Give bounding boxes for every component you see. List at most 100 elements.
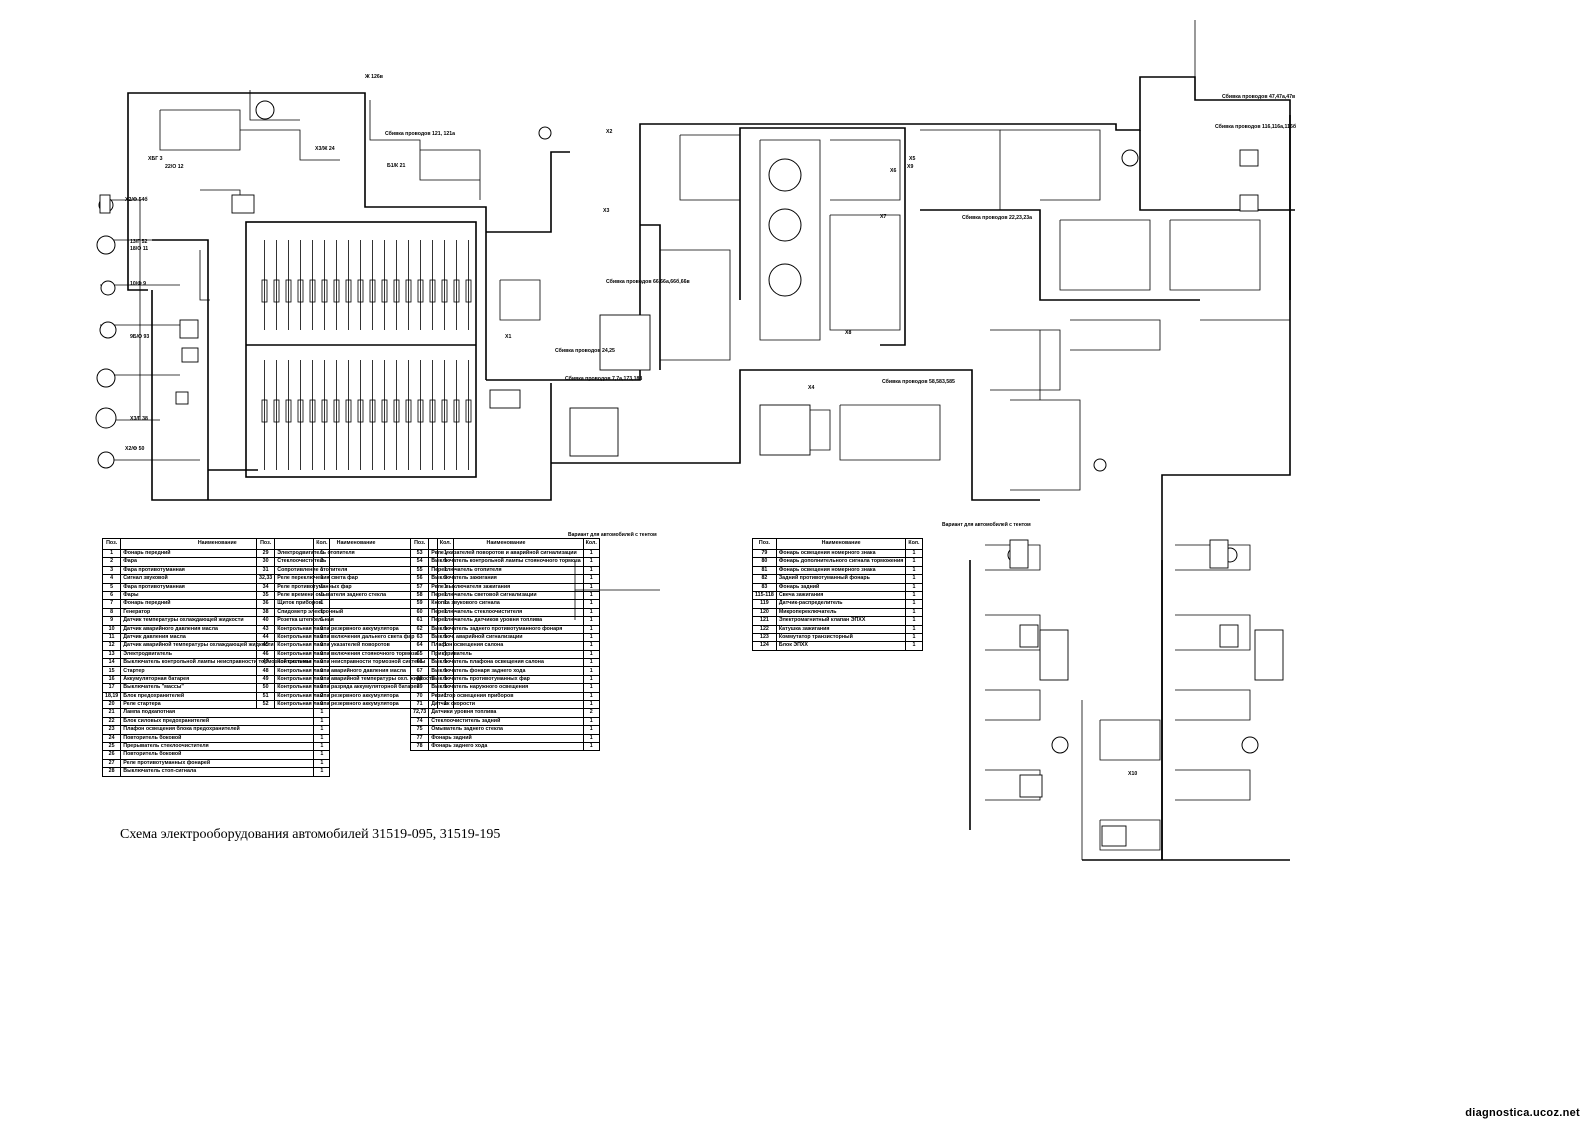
legend-pos: 40	[255, 616, 276, 626]
connector-label: X4	[808, 385, 814, 391]
legend-name: Выключатель зажигания	[428, 574, 584, 584]
legend-name: Выключатель контрольной лампы стояночног…	[428, 557, 584, 567]
legend-name: Выключатель плафона освещения салона	[428, 658, 584, 668]
headlamp-icon	[96, 368, 116, 388]
headlamp-icon	[96, 235, 116, 255]
legend-pos: 21	[101, 708, 122, 718]
legend-pos: 36	[255, 599, 276, 609]
legend-name: Свеча зажигания	[775, 590, 907, 601]
legend-pos: 122	[752, 624, 777, 634]
legend-pos: 57	[409, 582, 430, 592]
legend-pos: 26	[101, 750, 122, 760]
legend-pos: 67	[409, 666, 430, 676]
legend-pos: 61	[409, 616, 430, 626]
variant-label-right: Вариант для автомобилей с тентом	[942, 522, 1031, 528]
legend-qty: 1	[582, 616, 600, 626]
legend-pos: 115-118	[752, 590, 777, 601]
legend-pos: 23	[101, 725, 122, 735]
legend-pos: 63	[409, 632, 430, 643]
legend-pos: 20	[101, 700, 122, 710]
legend-name: Резистор освещения приборов	[428, 691, 584, 702]
fog-lamp-icon	[1051, 736, 1069, 754]
legend-qty: 1	[582, 641, 600, 651]
legend-pos: 71	[409, 700, 430, 710]
legend-qty: 1	[313, 708, 331, 718]
legend-name: Катушка зажигания	[775, 624, 907, 634]
legend-name: Переключатель стеклоочистителя	[428, 607, 584, 618]
legend-pos: 51	[255, 691, 276, 702]
legend-name: Плафон освещения салона	[428, 641, 584, 651]
legend-pos: 7	[101, 599, 122, 609]
legend-header-pos: Поз.	[409, 538, 430, 550]
legend-qty: 1	[582, 590, 600, 601]
legend-header-qty: Кол.	[905, 538, 923, 550]
horn-icon	[99, 321, 117, 339]
legend-qty: 1	[582, 733, 600, 744]
connector-label: X6	[890, 168, 896, 174]
legend-pos: 120	[752, 607, 777, 618]
legend-qty: 1	[582, 674, 600, 685]
connector-label: X2	[606, 129, 612, 135]
fog-lamp-icon	[1241, 736, 1259, 754]
legend-pos: 48	[255, 666, 276, 676]
legend-qty: 1	[905, 632, 923, 643]
legend-pos: 18,19	[101, 691, 122, 702]
diagram-caption: Схема электрооборудования автомобилей 31…	[120, 827, 501, 842]
legend-name: Выключатель противотуманных фар	[428, 674, 584, 685]
legend-qty: 1	[905, 548, 923, 559]
harness-label: Сбивка проводов 58,583,585	[882, 378, 955, 385]
legend-qty: 1	[582, 607, 600, 618]
legend-header-qty: Кол.	[582, 538, 600, 550]
harness-label: Сбивка проводов 22,23,23а	[962, 214, 1032, 221]
legend-pos: 77	[409, 733, 430, 744]
legend-qty: 1	[905, 616, 923, 626]
legend-pos: 14	[101, 658, 122, 668]
legend-pos: 17	[101, 683, 122, 693]
legend-qty: 1	[905, 624, 923, 634]
legend-qty: 1	[313, 767, 331, 777]
connector-label: X7	[880, 214, 886, 220]
legend-pos: 65	[409, 649, 430, 660]
legend-name: Фонарь освещения номерного знака	[775, 565, 907, 576]
legend-pos: 5	[101, 582, 122, 592]
harness-label: Сбивка проводов 66,66а,66б,66в	[606, 278, 690, 285]
harness-label: Сбивка проводов 116,116а,116б	[1215, 123, 1296, 130]
legend-qty: 1	[313, 725, 331, 735]
legend-name: Кнопка звукового сигнала	[428, 599, 584, 609]
legend-qty: 1	[582, 548, 600, 559]
harness-label: Сбивка проводов 121, 121а	[385, 130, 455, 137]
legend-name: Переключатель световой сигнализации	[428, 590, 584, 601]
legend-name: Выключ. аварийной сигнализации	[428, 632, 584, 643]
legend-pos: 24	[101, 733, 122, 744]
legend-pos: 81	[752, 565, 777, 576]
legend-qty: 1	[582, 557, 600, 567]
connector-label: X5	[909, 156, 915, 162]
legend-qty: 1	[905, 574, 923, 584]
legend-qty: 1	[313, 758, 331, 769]
legend-name: Фонарь заднего хода	[428, 741, 584, 752]
legend-pos: 56	[409, 574, 430, 584]
legend-pos: 31	[255, 565, 276, 576]
site-watermark: diagnostica.ucoz.net	[1465, 1107, 1580, 1119]
